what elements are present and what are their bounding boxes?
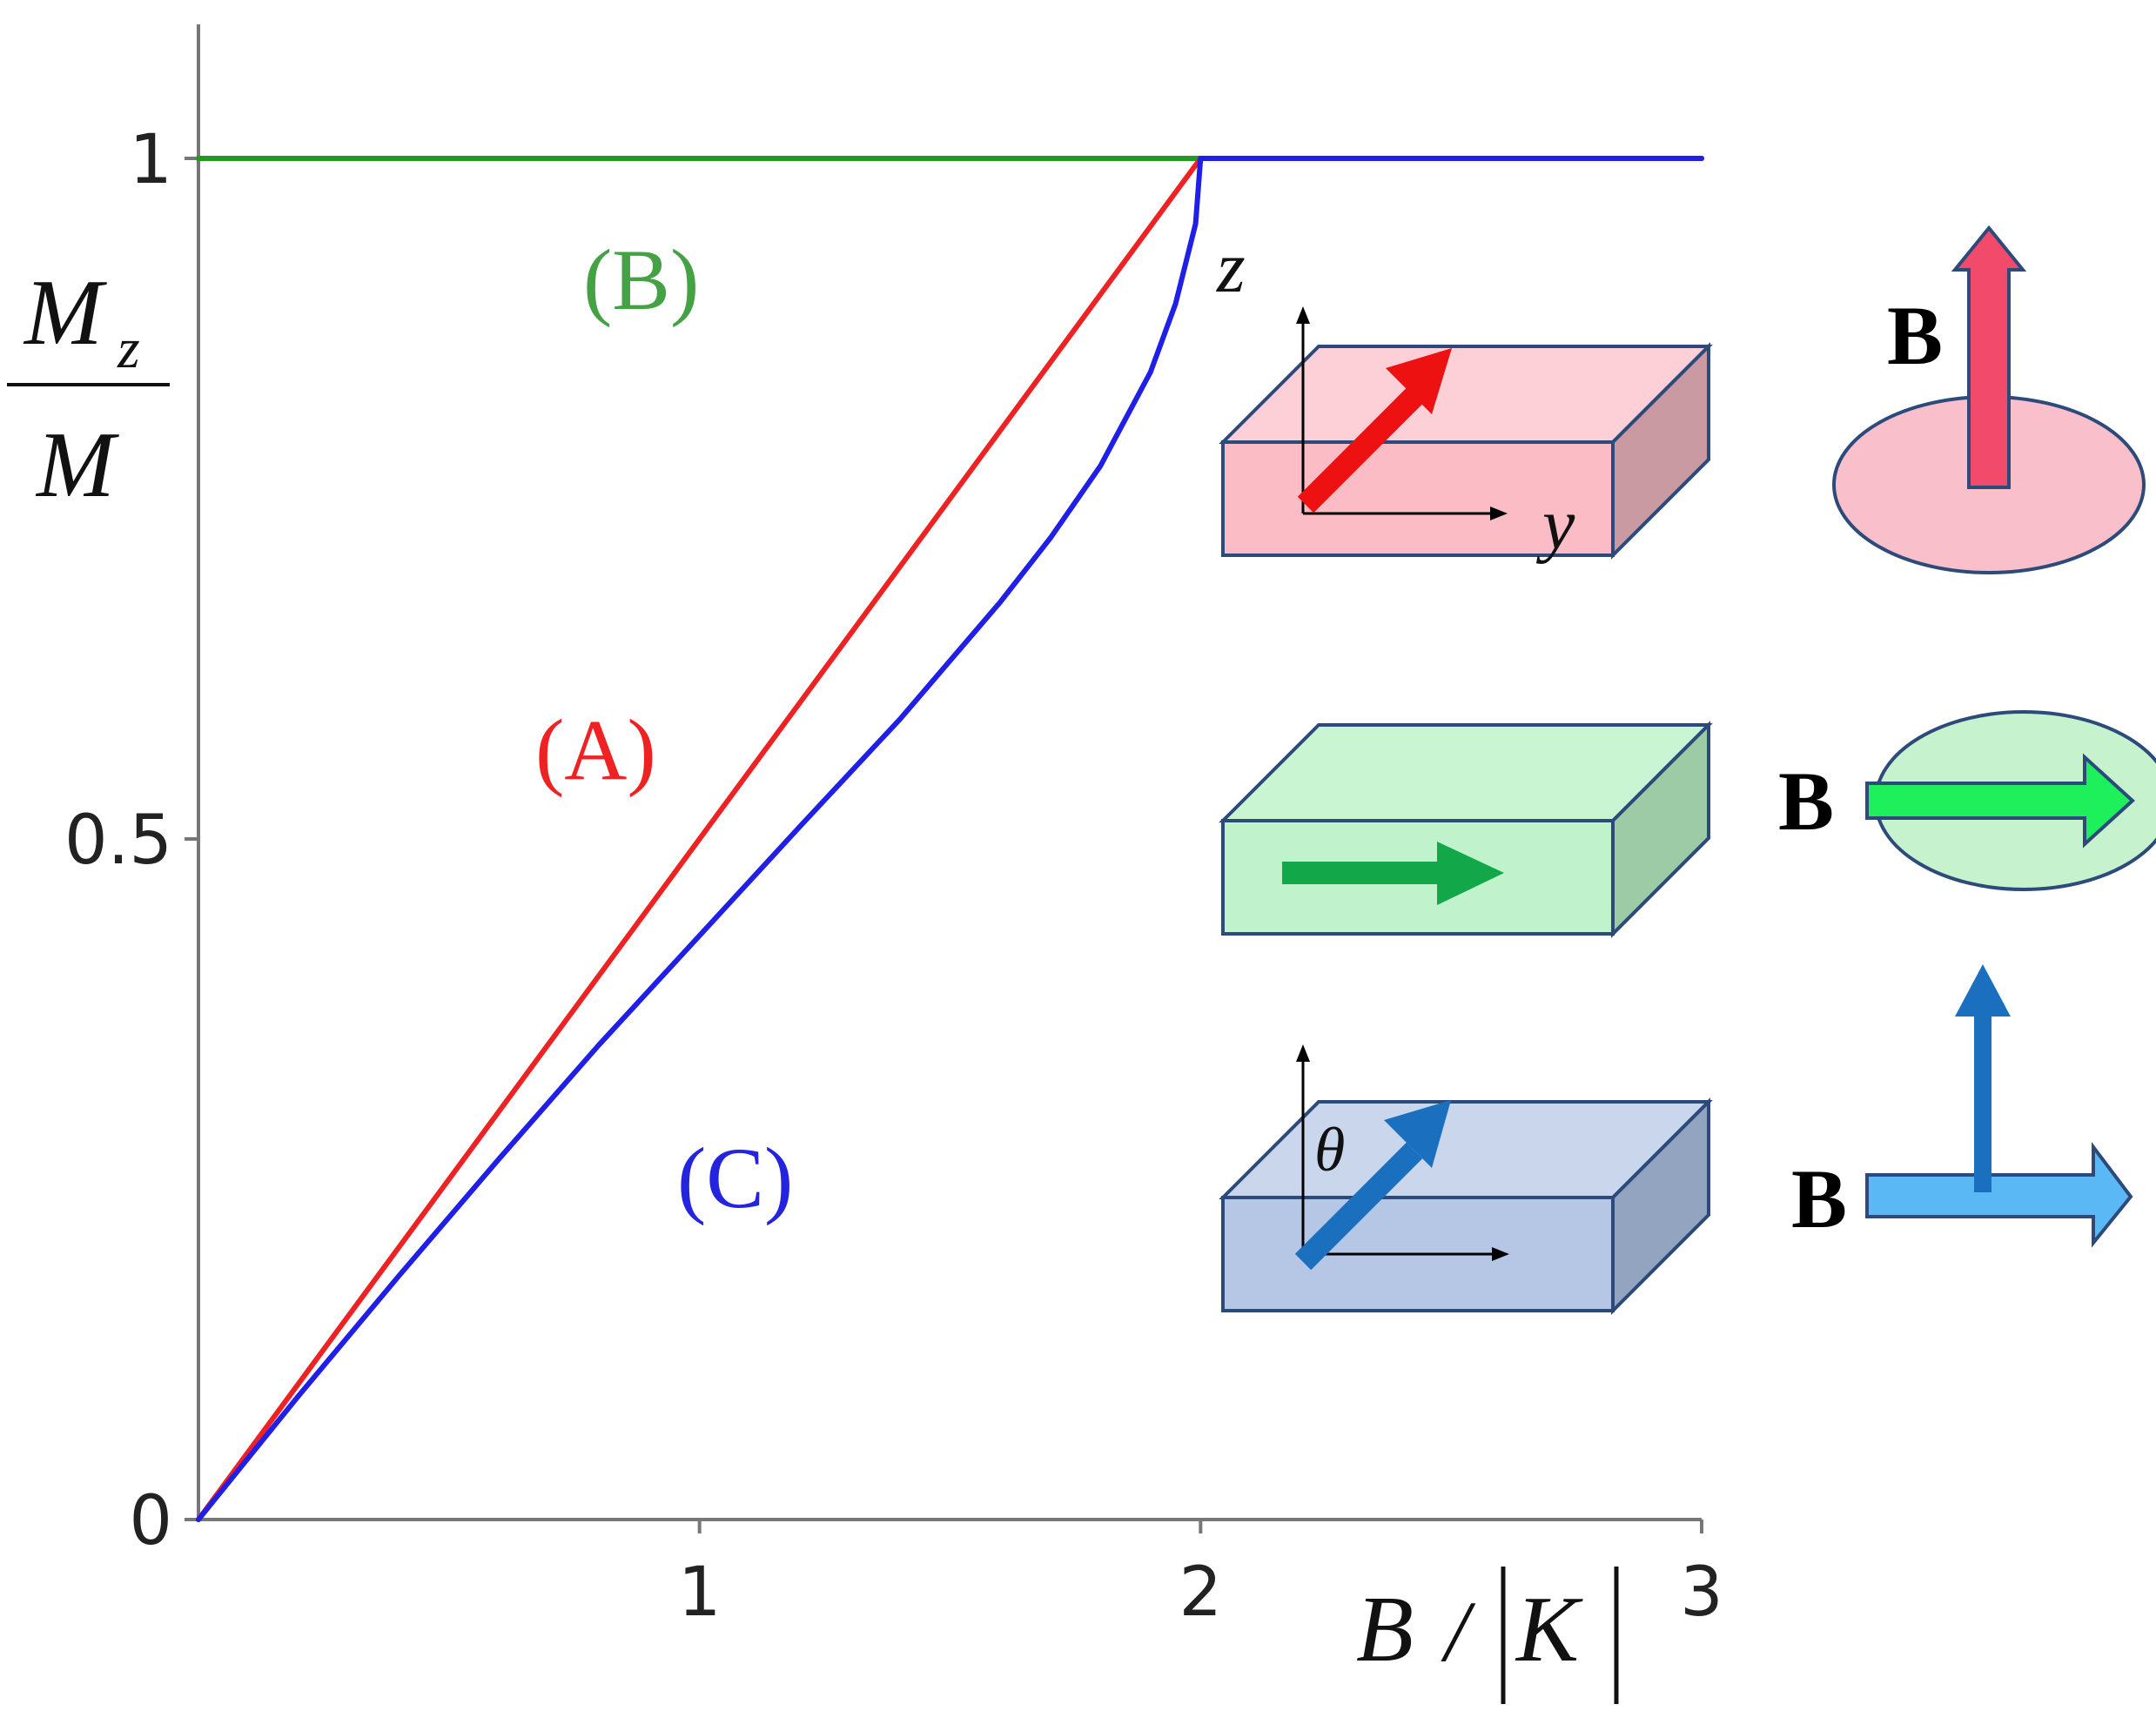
ylabel-subscript: z <box>117 317 140 380</box>
y-tick-label-2: 1 <box>129 121 172 199</box>
xlabel-numerator: B <box>1356 1578 1414 1681</box>
field-icon-b: B <box>1778 710 2156 891</box>
field-label-b: B <box>1778 755 1834 848</box>
axis-label-z: z <box>1216 227 1246 308</box>
sample-box-b <box>1219 721 1713 938</box>
blue-magnetization-arrow <box>1294 1100 1451 1271</box>
series-label-a: (A) <box>535 701 656 798</box>
x-tick-label-2: 3 <box>1680 1553 1723 1632</box>
field-icon-c: B <box>1791 964 2133 1248</box>
axes-icon-a <box>1296 306 1508 520</box>
series-line-c <box>196 156 1704 1522</box>
theta-label: θ <box>1314 1115 1345 1184</box>
field-arrow-vertical-icon <box>1955 964 2011 1192</box>
field-label-c: B <box>1791 1152 1847 1245</box>
x-tick-label-0: 1 <box>678 1553 722 1632</box>
sample-box-a <box>1219 342 1713 560</box>
sample-box-c <box>1219 1097 1713 1315</box>
field-arrow-horizontal-icon <box>1865 1142 2133 1248</box>
series-label-c: (C) <box>677 1130 793 1226</box>
field-arrow-right-icon <box>1865 753 2135 849</box>
series-label-b: (B) <box>583 231 699 328</box>
y-tick-label-1: 0.5 <box>64 802 172 880</box>
green-magnetization-arrow <box>1282 842 1504 905</box>
series <box>196 156 1704 1522</box>
field-arrow-up-icon <box>1951 225 2027 489</box>
y-axis-label: M z M <box>7 261 170 517</box>
red-magnetization-arrow <box>1297 348 1452 513</box>
axes <box>197 24 1702 1521</box>
y-tick-label-0: 0 <box>129 1482 172 1560</box>
axes-icon-c <box>1296 1044 1509 1261</box>
xlabel-slash: / <box>1441 1583 1476 1680</box>
field-label-a: B <box>1887 289 1943 382</box>
xlabel-denominator: K <box>1515 1578 1583 1681</box>
ylabel-denominator: M <box>35 413 119 517</box>
ylabel-numerator: M <box>23 261 107 365</box>
x-axis-label: B / K <box>1356 1567 1619 1704</box>
axis-label-y: y <box>1535 484 1575 565</box>
x-tick-label-1: 2 <box>1179 1553 1223 1632</box>
box-a-front <box>1221 440 1615 557</box>
field-icon-a: B <box>1832 225 2146 574</box>
